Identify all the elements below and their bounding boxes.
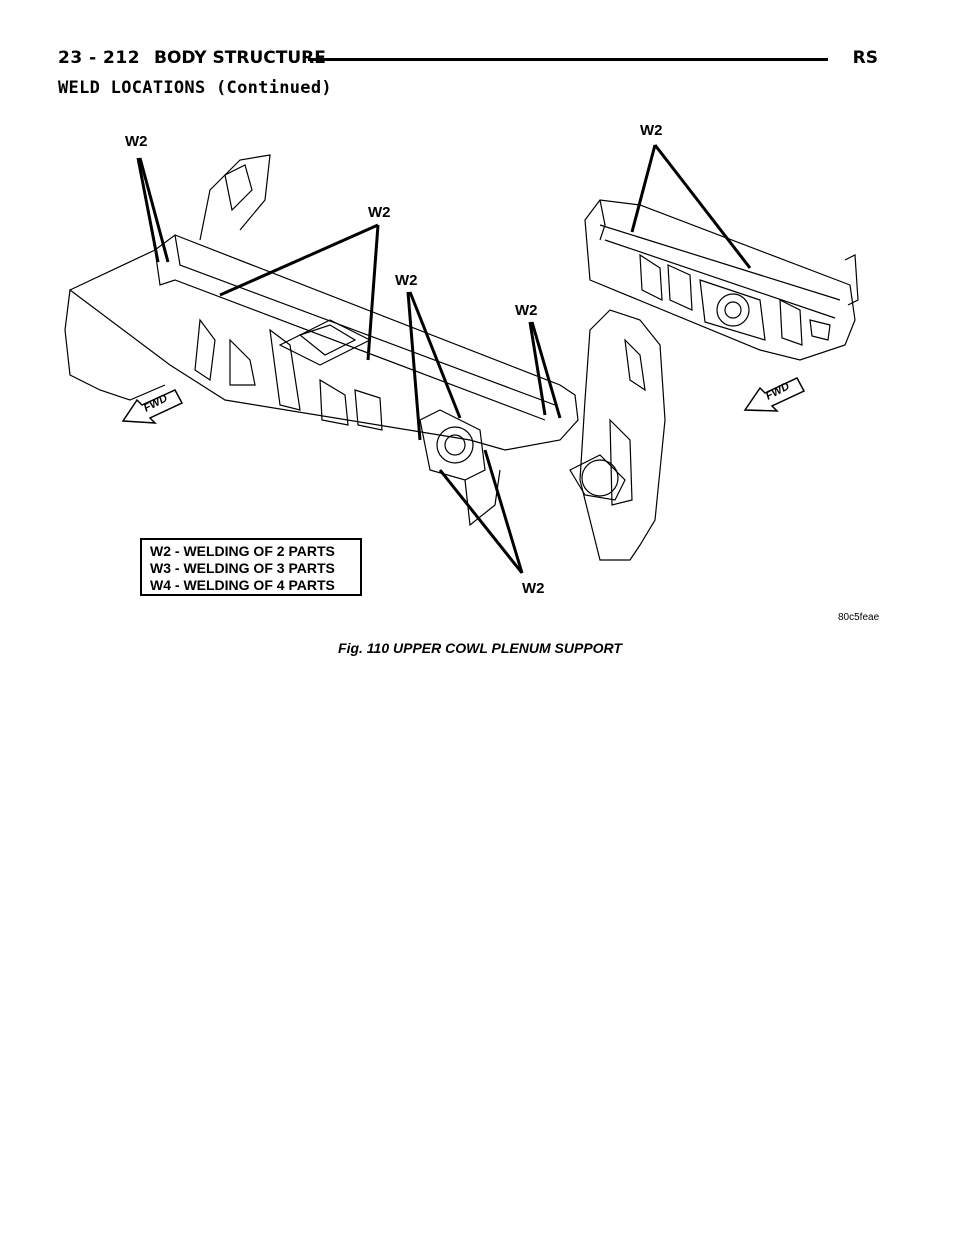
legend-line-w3: W3 - WELDING OF 3 PARTS [150, 560, 335, 576]
legend-line-w2: W2 - WELDING OF 2 PARTS [150, 543, 335, 559]
cowl-plenum-illustration: FWD FWD [64, 144, 859, 574]
weld-legend: W2 - WELDING OF 2 PARTS W3 - WELDING OF … [140, 538, 362, 596]
subheading: WELD LOCATIONS (Continued) [58, 78, 332, 98]
model-code: RS [852, 48, 878, 68]
figure-id: 80c5feae [838, 612, 880, 623]
figure-caption: Fig. 110 UPPER COWL PLENUM SUPPORT [338, 640, 622, 656]
header-rule [308, 58, 828, 61]
weld-label-6: W2 [522, 580, 545, 597]
weld-label-1: W2 [125, 133, 148, 150]
section-title: BODY STRUCTURE [154, 48, 326, 68]
weld-label-5: W2 [640, 122, 663, 139]
weld-label-3: W2 [395, 272, 418, 289]
weld-label-4: W2 [515, 302, 538, 319]
legend-line-w4: W4 - WELDING OF 4 PARTS [150, 577, 335, 593]
weld-label-2: W2 [368, 204, 391, 221]
page-header: 23 - 212 BODY STRUCTURE RS [58, 48, 878, 72]
page-number: 23 - 212 [58, 48, 141, 68]
